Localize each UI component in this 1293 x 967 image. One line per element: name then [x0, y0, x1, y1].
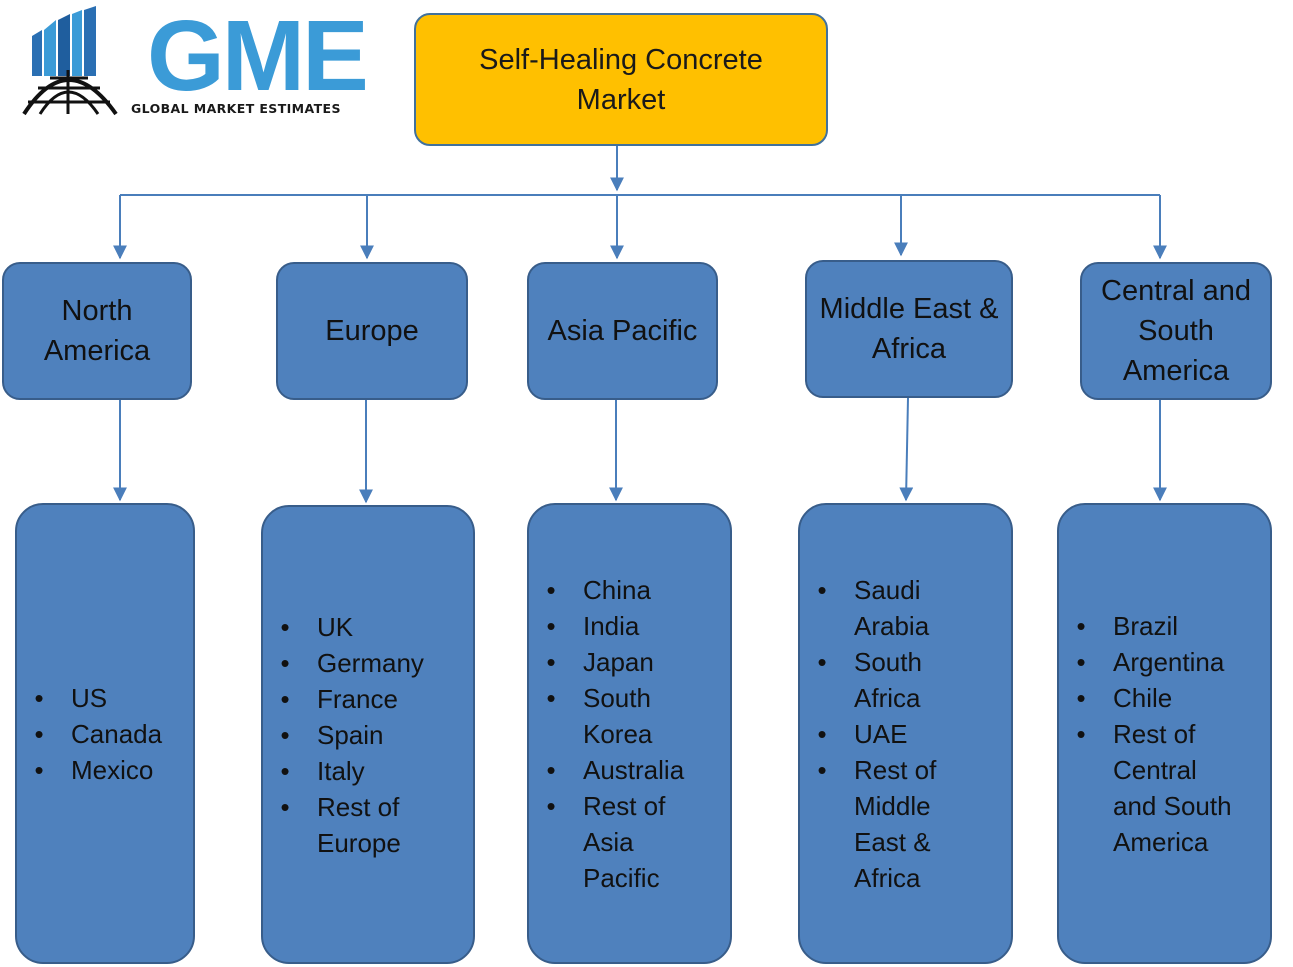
- country-label: Japan: [583, 646, 654, 677]
- country-label: UAE: [854, 718, 908, 749]
- country-label: France: [317, 683, 398, 714]
- bullet-icon: •: [1076, 646, 1086, 677]
- logo-wordmark: GME: [147, 0, 369, 112]
- bullet-icon: •: [1076, 718, 1086, 749]
- bullet-icon: •: [34, 754, 44, 785]
- country-label: Rest of Middle East & Africa: [854, 754, 937, 893]
- country-list-middle-east-africa: • Saudi Arabia • South Africa • UAE • Rest of M…: [798, 503, 1013, 964]
- country-list-central-south-america: • Brazil • Argentina • Chile • Rest of Central …: [1057, 503, 1272, 964]
- logo-subtitle: GLOBAL MARKET ESTIMATES: [131, 101, 341, 116]
- country-bullets: • China • India • Japan • South Korea • Australia…: [529, 572, 684, 896]
- country-item: • South Africa: [800, 644, 936, 716]
- country-item: • India: [529, 608, 684, 644]
- bullet-icon: •: [280, 755, 290, 786]
- country-item: • Australia: [529, 752, 684, 788]
- bullet-icon: •: [546, 790, 556, 821]
- region-node-europe: Europe: [276, 262, 468, 400]
- region-node-central-south-america: Central and South America: [1080, 262, 1272, 400]
- country-label: Brazil: [1113, 610, 1179, 641]
- country-bullets: • UK • Germany • France • Spain • Italy • Rest of E…: [263, 609, 424, 861]
- country-item: • UK: [263, 609, 424, 645]
- country-item: • Rest of Europe: [263, 789, 424, 861]
- country-item: • Canada: [17, 716, 162, 752]
- country-list-europe: • UK • Germany • France • Spain • Italy • Rest of E…: [261, 505, 475, 964]
- country-item: • China: [529, 572, 684, 608]
- country-item: • Saudi Arabia: [800, 572, 936, 644]
- country-label: Rest of Central and South America: [1113, 718, 1232, 857]
- country-label: US: [71, 682, 108, 713]
- region-node-north-america: North America: [2, 262, 192, 400]
- bullet-icon: •: [817, 574, 827, 605]
- country-item: • US: [17, 680, 162, 716]
- bullet-icon: •: [34, 718, 44, 749]
- bullet-icon: •: [546, 682, 556, 713]
- bullet-icon: •: [280, 647, 290, 678]
- country-label: Argentina: [1113, 646, 1225, 677]
- country-item: • Spain: [263, 717, 424, 753]
- country-label: Germany: [317, 647, 424, 678]
- bullet-icon: •: [546, 754, 556, 785]
- country-bullets: • Brazil • Argentina • Chile • Rest of Central …: [1059, 608, 1232, 860]
- country-connector-3: [899, 397, 914, 502]
- country-item: • South Korea: [529, 680, 684, 752]
- bullet-icon: •: [280, 611, 290, 642]
- country-list-asia-pacific: • China • India • Japan • South Korea • Australia…: [527, 503, 732, 964]
- bullet-icon: •: [817, 754, 827, 785]
- country-bullets: • Saudi Arabia • South Africa • UAE • Rest of M…: [800, 572, 936, 896]
- bullet-icon: •: [1076, 610, 1086, 641]
- bullet-icon: •: [546, 574, 556, 605]
- region-node-middle-east-africa: Middle East & Africa: [805, 260, 1013, 398]
- root-node: Self-Healing Concrete Market: [414, 13, 828, 146]
- country-label: South Korea: [583, 682, 653, 749]
- bullet-icon: •: [817, 718, 827, 749]
- country-label: UK: [317, 611, 354, 642]
- country-label: Australia: [583, 754, 685, 785]
- country-label: Italy: [317, 755, 365, 786]
- bullet-icon: •: [280, 683, 290, 714]
- country-item: • Germany: [263, 645, 424, 681]
- country-item: • UAE: [800, 716, 936, 752]
- country-item: • Argentina: [1059, 644, 1232, 680]
- globe-bars-icon: [22, 6, 118, 116]
- country-item: • Italy: [263, 753, 424, 789]
- country-item: • Brazil: [1059, 608, 1232, 644]
- country-item: • Chile: [1059, 680, 1232, 716]
- bullet-icon: •: [34, 682, 44, 713]
- country-item: • Mexico: [17, 752, 162, 788]
- region-node-asia-pacific: Asia Pacific: [527, 262, 718, 400]
- country-item: • France: [263, 681, 424, 717]
- country-item: • Japan: [529, 644, 684, 680]
- country-bullets: • US • Canada • Mexico: [17, 680, 162, 788]
- country-label: Chile: [1113, 682, 1173, 713]
- country-list-north-america: • US • Canada • Mexico: [15, 503, 195, 964]
- country-label: Mexico: [71, 754, 154, 785]
- country-label: China: [583, 574, 651, 605]
- country-label: Saudi Arabia: [854, 574, 930, 641]
- country-item: • Rest of Asia Pacific: [529, 788, 684, 896]
- country-item: • Rest of Central and South America: [1059, 716, 1232, 860]
- country-label: Canada: [71, 718, 163, 749]
- bullet-icon: •: [280, 791, 290, 822]
- country-item: • Rest of Middle East & Africa: [800, 752, 936, 896]
- country-label: Rest of Asia Pacific: [583, 790, 666, 893]
- bullet-icon: •: [1076, 682, 1086, 713]
- bullet-icon: •: [280, 719, 290, 750]
- bullet-icon: •: [817, 646, 827, 677]
- gme-logo: GME GLOBAL MARKET ESTIMATES: [20, 0, 369, 118]
- bullet-icon: •: [546, 646, 556, 677]
- country-label: India: [583, 610, 640, 641]
- country-label: South Africa: [854, 646, 922, 713]
- country-label: Spain: [317, 719, 384, 750]
- country-label: Rest of Europe: [317, 791, 401, 858]
- bullet-icon: •: [546, 610, 556, 641]
